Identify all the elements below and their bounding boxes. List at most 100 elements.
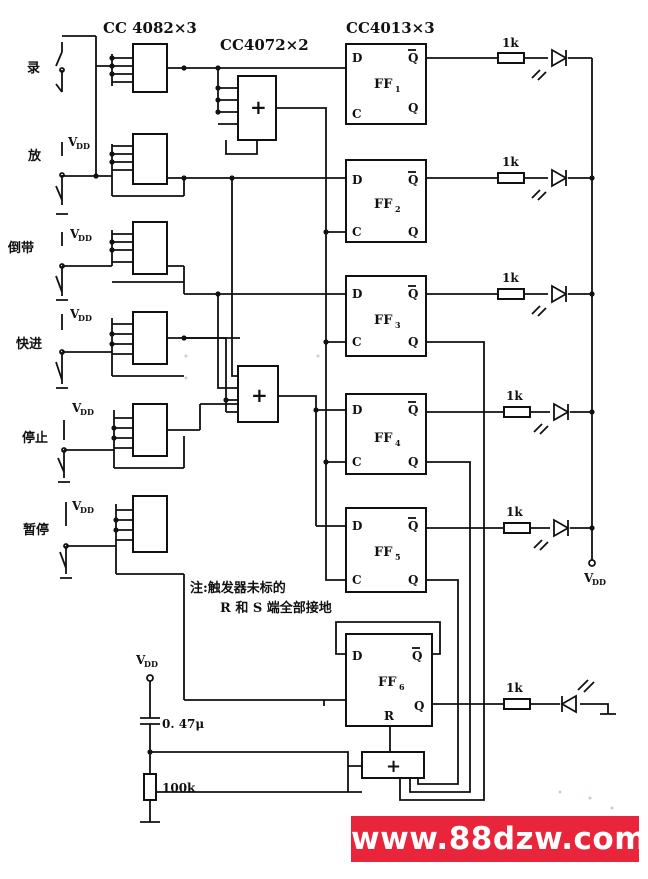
led-row-6: 1k <box>432 679 616 715</box>
svg-text:FF: FF <box>374 545 393 560</box>
chip-label-or: CC4072×2 <box>220 36 309 54</box>
vdd-label-pause: VDD <box>71 499 94 515</box>
svg-text:FF: FF <box>378 675 397 690</box>
svg-text:FF: FF <box>374 431 393 446</box>
svg-text:Q: Q <box>414 699 424 713</box>
svg-text:+: + <box>251 383 268 407</box>
svg-text:V: V <box>69 227 80 241</box>
svg-text:5: 5 <box>395 552 401 562</box>
wire-and3-ff3 <box>167 265 346 295</box>
capacitor-label: 0. 47μ <box>162 717 204 731</box>
svg-text:D: D <box>352 649 362 663</box>
button-label-stop: 停止 <box>22 430 48 446</box>
svg-text:+: + <box>386 756 401 777</box>
svg-text:D: D <box>352 51 362 65</box>
svg-text:D: D <box>352 287 362 301</box>
switch-play <box>55 142 68 215</box>
vdd-label-bottom: VDD <box>135 653 158 669</box>
vdd-label-right: VDD <box>583 571 606 587</box>
svg-text:DD: DD <box>80 407 94 417</box>
svg-text:DD: DD <box>76 141 90 151</box>
button-label-record: 录 <box>27 61 40 76</box>
watermark-banner: www.88dzw.com <box>351 816 647 862</box>
svg-text:FF: FF <box>374 77 393 92</box>
svg-text:FF: FF <box>374 313 393 328</box>
svg-text:Q: Q <box>412 649 422 663</box>
led-row-5: 1k <box>426 505 592 551</box>
svg-text:DD: DD <box>78 233 92 243</box>
svg-text:6: 6 <box>399 682 405 692</box>
and-gate-1 <box>96 43 168 93</box>
vdd-label-stop: VDD <box>71 401 94 417</box>
svg-text:1k: 1k <box>506 389 523 403</box>
svg-text:+: + <box>250 95 267 119</box>
svg-text:C: C <box>352 335 362 349</box>
or-gate-1: + <box>215 68 277 155</box>
or-gate-2: + <box>184 178 279 423</box>
svg-text:V: V <box>67 135 78 149</box>
led-row-4: 1k <box>426 389 592 435</box>
button-label-rewind: 倒带 <box>7 240 34 256</box>
svg-text:D: D <box>352 519 362 533</box>
button-label-ffwd: 快进 <box>16 336 42 352</box>
svg-text:Q: Q <box>408 173 418 187</box>
switch-pause <box>59 502 72 579</box>
svg-text:Q: Q <box>408 403 418 417</box>
wire-bus-left <box>62 35 112 178</box>
switch-stop <box>57 420 70 483</box>
svg-text:V: V <box>69 307 80 321</box>
svg-text:D: D <box>352 173 362 187</box>
svg-text:V: V <box>71 499 82 513</box>
svg-text:DD: DD <box>144 659 158 669</box>
note-line-1: 注:触发器未标的 <box>190 580 286 596</box>
wire-or1-clocks <box>276 107 346 233</box>
svg-text:V: V <box>135 653 146 667</box>
svg-text:1: 1 <box>395 84 401 94</box>
svg-text:D: D <box>352 403 362 417</box>
switch-ffwd <box>55 314 68 389</box>
svg-text:Q: Q <box>408 335 418 349</box>
button-label-play: 放 <box>27 148 42 164</box>
and-gate-6 <box>66 495 185 700</box>
note-line-2: R 和 S 端全部接地 <box>220 600 332 616</box>
svg-text:Q: Q <box>408 573 418 587</box>
svg-text:1k: 1k <box>506 681 523 695</box>
svg-text:DD: DD <box>78 313 92 323</box>
led-row-1: 1k <box>426 36 592 81</box>
svg-text:1k: 1k <box>502 155 519 169</box>
power-on-reset <box>140 674 349 823</box>
svg-text:Q: Q <box>408 519 418 533</box>
svg-text:DD: DD <box>80 505 94 515</box>
svg-text:Q: Q <box>408 287 418 301</box>
svg-text:Q: Q <box>408 455 418 469</box>
wire-or2-clocks <box>278 395 346 527</box>
svg-text:3: 3 <box>395 320 401 330</box>
wire-and5-or2 <box>167 403 240 431</box>
scan-specks <box>184 354 614 810</box>
and-gate-2 <box>109 133 185 197</box>
chip-label-ff: CC4013×3 <box>346 19 435 37</box>
svg-text:C: C <box>352 455 362 469</box>
svg-text:V: V <box>583 571 594 585</box>
svg-text:C: C <box>352 573 362 587</box>
svg-text:4: 4 <box>395 438 401 448</box>
svg-text:1k: 1k <box>502 36 519 50</box>
svg-text:Q: Q <box>408 51 418 65</box>
svg-text:DD: DD <box>592 577 606 587</box>
svg-text:Q: Q <box>408 225 418 239</box>
led-row-2: 1k <box>426 155 592 201</box>
wire-q-feedback <box>399 341 485 801</box>
and-gate-3 <box>62 221 185 283</box>
svg-text:2: 2 <box>395 204 401 214</box>
svg-text:V: V <box>71 401 82 415</box>
vdd-label-ffwd: VDD <box>69 307 92 323</box>
and-gate-4 <box>62 311 184 377</box>
switch-record <box>55 42 65 93</box>
